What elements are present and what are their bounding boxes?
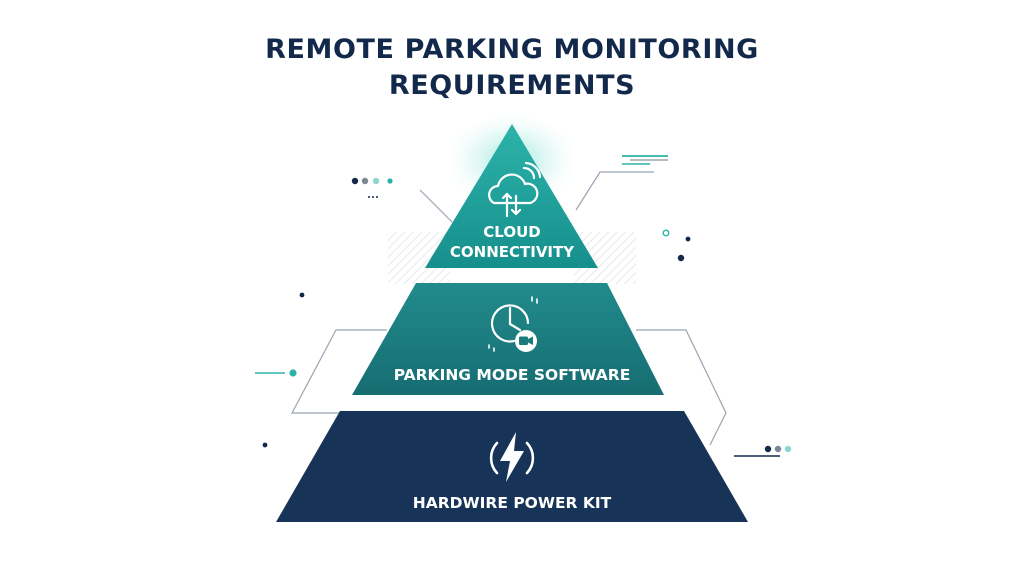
connector-lines [291, 171, 727, 446]
cloud-sync-icon [488, 161, 542, 218]
tier-cloud-label-line-1: CLOUD [483, 223, 540, 241]
title-line-2: REQUIREMENTS [388, 70, 636, 101]
tier-software-label: PARKING MODE SOFTWARE [394, 366, 631, 384]
lightning-bolt-icon [489, 432, 535, 482]
tier-hardwire-power-kit: HARDWIRE POWER KIT [276, 411, 748, 522]
tier-cloud-connectivity: CLOUD CONNECTIVITY [425, 124, 598, 268]
tier-power-label: HARDWIRE POWER KIT [413, 494, 612, 512]
diagram-title: REMOTE PARKING MONITORING REQUIREMENTS [0, 32, 1024, 104]
clock-camera-icon [488, 296, 538, 352]
tier-parking-mode-software: PARKING MODE SOFTWARE [352, 283, 664, 395]
tier-cloud-label-line-2: CONNECTIVITY [450, 243, 575, 261]
title-line-1: REMOTE PARKING MONITORING [265, 34, 759, 65]
decor-dots [255, 155, 792, 457]
